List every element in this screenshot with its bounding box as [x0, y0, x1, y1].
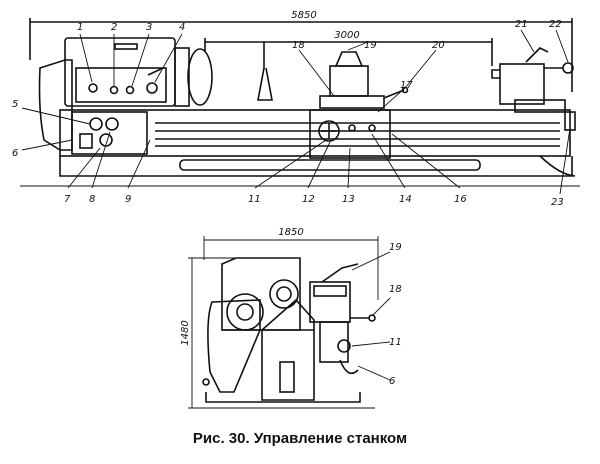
callout-9: 9: [125, 194, 131, 205]
dimension-overall-label: 5850: [291, 10, 316, 21]
cross-slide: [319, 95, 385, 109]
dimension-overall: [29, 18, 573, 92]
spindle-flange: [174, 47, 190, 107]
callout-6: 6: [12, 148, 18, 159]
lever-1: [88, 83, 98, 93]
callout-21: 21: [515, 19, 528, 30]
callout-2: 2: [111, 22, 117, 33]
end-callout-18: 18: [389, 284, 402, 295]
apron-knob-2: [368, 124, 376, 132]
callout-14: 14: [399, 194, 412, 205]
callout-20: 20: [432, 40, 445, 51]
callout-4: 4: [179, 22, 185, 33]
callout-16: 16: [454, 194, 467, 205]
callout-18: 18: [292, 40, 305, 51]
spindle-end: [269, 279, 299, 309]
tool-post: [329, 65, 369, 97]
headstock-end-cap: [38, 59, 73, 151]
gearbox-dial-8: [105, 117, 119, 131]
callout-11: 11: [248, 194, 261, 205]
lever-4: [146, 82, 158, 94]
leader-lines-bottom: [351, 251, 391, 381]
callout-1: 1: [77, 22, 83, 33]
pedestal: [261, 298, 315, 401]
gearbox-dial-5: [89, 117, 103, 131]
end-headstock: [221, 257, 301, 331]
callout-3: 3: [146, 22, 152, 33]
gearbox-lever: [79, 133, 93, 149]
dimension-width-label: 1850: [278, 227, 303, 238]
dimension-between-centers-label: 3000: [334, 30, 359, 41]
callout-23: 23: [551, 197, 564, 208]
headstock-control-panel: [75, 67, 167, 103]
end-apron: [319, 321, 349, 363]
figure-caption: Рис. 30. Управление станком: [193, 430, 407, 447]
end-carriage: [309, 281, 351, 323]
lathe-end-view: [188, 236, 379, 409]
base-stand: [59, 156, 573, 177]
chuck: [187, 48, 213, 106]
lathe-bed: [59, 109, 571, 157]
tailstock-base: [514, 99, 566, 113]
nameplate: [114, 43, 138, 50]
end-callout-19: 19: [389, 242, 402, 253]
end-base: [205, 392, 361, 403]
knob-2: [109, 85, 119, 95]
callout-13: 13: [342, 194, 355, 205]
callout-19: 19: [364, 40, 377, 51]
handwheel-11: [318, 120, 340, 142]
dimension-height-label: 1480: [180, 320, 191, 345]
chip-tray: [179, 159, 481, 171]
end-handwheel-11: [337, 339, 351, 353]
callout-12: 12: [302, 194, 315, 205]
callout-5: 5: [12, 99, 18, 110]
belt-guard: [207, 299, 261, 393]
end-callout-6: 6: [389, 376, 395, 387]
callout-22: 22: [549, 19, 562, 30]
dimension-between-centers: [204, 38, 493, 66]
center-holder: [257, 42, 273, 101]
tailstock-handle-21: [525, 47, 549, 63]
gearbox-dial-7: [99, 133, 113, 147]
lever-4-handle: [147, 67, 164, 76]
tailstock-quill: [491, 69, 500, 79]
lathe-front-view: [20, 18, 580, 187]
end-callout-11: 11: [389, 337, 402, 348]
callout-7: 7: [64, 194, 71, 205]
end-tool-post: [313, 285, 347, 297]
tailstock: [499, 63, 545, 105]
tool-post-top: [334, 51, 364, 67]
end-lever-6: [339, 359, 359, 375]
apron-knob: [348, 124, 356, 132]
right-leg: [539, 155, 576, 177]
motor-pulley: [226, 293, 264, 331]
knob-3: [125, 85, 135, 95]
apron: [309, 109, 391, 159]
pedestal-door: [279, 361, 295, 393]
callout-17: 17: [400, 80, 413, 91]
gearbox: [71, 111, 148, 155]
leader-lines-top: [21, 29, 571, 195]
callout-8: 8: [89, 194, 95, 205]
end-handle-19: [321, 263, 359, 283]
